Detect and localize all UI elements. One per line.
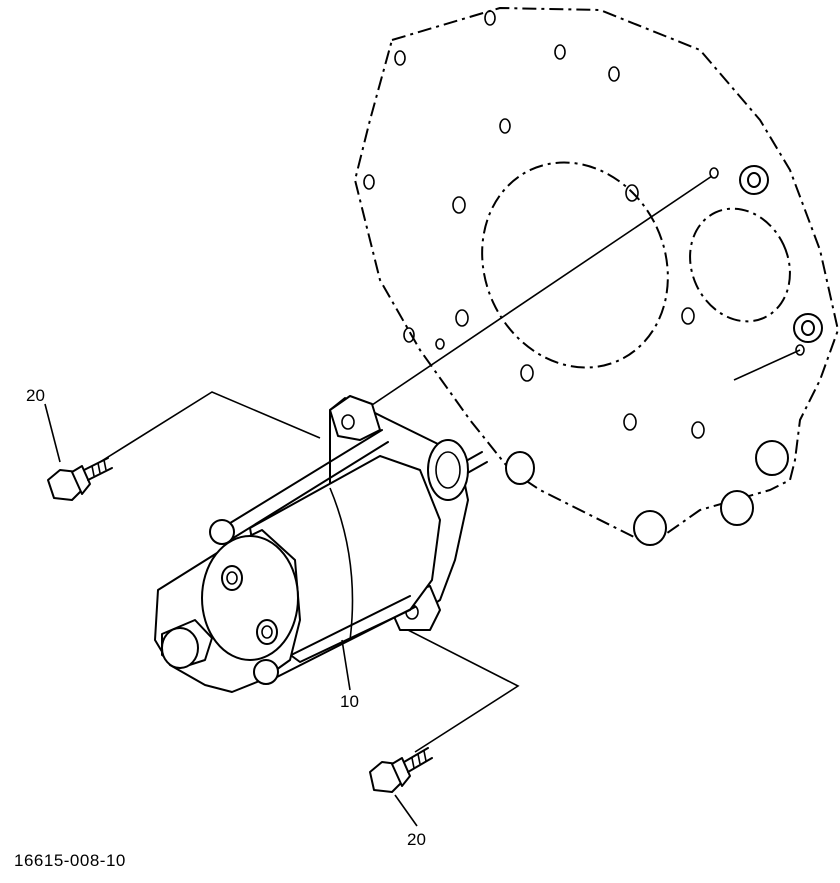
alignment-leader-right xyxy=(733,349,801,381)
bolt-upper xyxy=(47,457,113,501)
flywheel-housing-plate xyxy=(354,7,839,546)
callout-leaders xyxy=(44,391,520,827)
alignment-leader-top xyxy=(371,175,713,406)
drawing-code: 16615-008-10 xyxy=(14,851,126,870)
callout-bolt-upper: 20 xyxy=(26,386,45,405)
callout-starter: 10 xyxy=(340,692,359,711)
starter-motor xyxy=(154,395,488,693)
callout-bolt-lower: 20 xyxy=(407,830,426,849)
bolt-lower xyxy=(369,747,433,793)
